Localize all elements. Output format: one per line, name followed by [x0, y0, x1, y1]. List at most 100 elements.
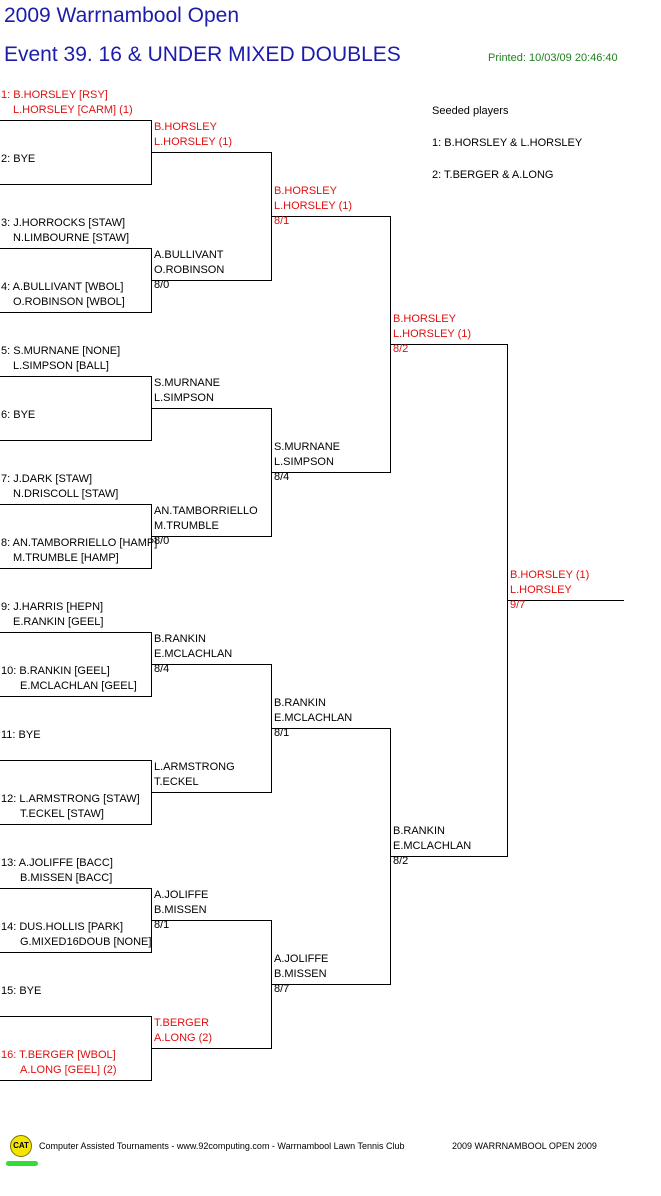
round1-entry-1-line1: 1: B.HORSLEY [RSY]: [1, 89, 108, 101]
round1-entry-11-line1: 11: BYE: [1, 729, 41, 741]
round2-line-5: [152, 664, 272, 665]
seeded-item-1: 1: B.HORSLEY & L.HORSLEY: [432, 137, 583, 149]
round1-entry-2-line1: 2: BYE: [1, 153, 36, 165]
round1-entry-4-line2: O.ROBINSON [WBOL]: [13, 296, 125, 308]
round1-entry-5-line2: L.SIMPSON [BALL]: [13, 360, 109, 372]
round1-entry-4-line1: 4: A.BULLIVANT [WBOL]: [1, 281, 124, 293]
round2-line-8: [152, 1048, 272, 1049]
round4-entry-2-line2: E.MCLACHLAN: [393, 840, 472, 852]
round2-entry-2-line2: O.ROBINSON: [154, 264, 225, 276]
round2-entry-5-line1: B.RANKIN: [154, 633, 206, 645]
round1-line-7: [0, 504, 152, 505]
round1-entry-7-line2: N.DRISCOLL [STAW]: [13, 488, 119, 500]
round1-connector-2: [151, 248, 152, 313]
round2-entry-4-score: 8/0: [154, 535, 170, 547]
round3-entry-1-line2: L.HORSLEY (1): [274, 200, 353, 212]
round1-entry-8-line2: M.TRUMBLE [HAMP]: [13, 552, 119, 564]
round1-entry-12-line2: T.ECKEL [STAW]: [20, 808, 104, 820]
round2-entry-2-score: 8/0: [154, 279, 170, 291]
final-line: [508, 600, 624, 601]
round3-entry-4-score: 8/7: [274, 983, 290, 995]
round1-line-4: [0, 312, 152, 313]
round1-entry-14-line1: 14: DUS.HOLLIS [PARK]: [1, 921, 124, 933]
round1-line-3: [0, 248, 152, 249]
round3-entry-4-line1: A.JOLIFFE: [274, 953, 329, 965]
round2-entry-1-line1: B.HORSLEY: [154, 121, 217, 133]
round1-line-2: [0, 184, 152, 185]
round2-entry-8-line2: A.LONG (2): [154, 1032, 213, 1044]
round1-connector-4: [151, 504, 152, 569]
round3-line-2: [272, 472, 391, 473]
round1-entry-16-line1: 16: T.BERGER [WBOL]: [1, 1049, 116, 1061]
round4-entry-1-line1: B.HORSLEY: [393, 313, 456, 325]
round3-line-4: [272, 984, 391, 985]
page-title: 2009 Warrnambool Open: [4, 4, 240, 27]
round2-line-1: [152, 152, 272, 153]
round1-entry-13-line1: 13: A.JOLIFFE [BACC]: [1, 857, 113, 869]
round3-entry-2-score: 8/4: [274, 471, 290, 483]
round3-line-1: [272, 216, 391, 217]
round1-entry-15-line1: 15: BYE: [1, 985, 42, 997]
round1-connector-8: [151, 1016, 152, 1081]
round2-entry-8-line1: T.BERGER: [154, 1017, 210, 1029]
seeded-item-2: 2: T.BERGER & A.LONG: [432, 169, 554, 181]
round3-line-3: [272, 728, 391, 729]
seeded-heading: Seeded players: [432, 105, 509, 117]
round1-line-9: [0, 632, 152, 633]
round1-connector-1: [151, 120, 152, 185]
round2-entry-4-line1: AN.TAMBORRIELLO: [154, 505, 258, 517]
final-entry-score: 9/7: [510, 599, 526, 611]
round1-connector-7: [151, 888, 152, 953]
round1-entry-9-line2: E.RANKIN [GEEL]: [13, 616, 104, 628]
round2-connector-2: [271, 408, 272, 537]
round2-connector-4: [271, 920, 272, 1049]
round4-connector-1: [507, 344, 508, 857]
round2-entry-7-score: 8/1: [154, 919, 170, 931]
round1-line-13: [0, 888, 152, 889]
cat-logo-underline: [6, 1161, 38, 1166]
round2-entry-6-line2: T.ECKEL: [154, 776, 199, 788]
round3-entry-4-line2: B.MISSEN: [274, 968, 327, 980]
round1-line-11: [0, 760, 152, 761]
round1-connector-5: [151, 632, 152, 697]
round2-entry-5-line2: E.MCLACHLAN: [154, 648, 233, 660]
round1-entry-10-line1: 10: B.RANKIN [GEEL]: [1, 665, 110, 677]
round1-entry-12-line1: 12: L.ARMSTRONG [STAW]: [1, 793, 140, 805]
round2-entry-2-line1: A.BULLIVANT: [154, 249, 224, 261]
round1-line-8: [0, 568, 152, 569]
round1-entry-3-line2: N.LIMBOURNE [STAW]: [13, 232, 130, 244]
printed-timestamp: Printed: 10/03/09 20:46:40: [488, 52, 618, 64]
round3-entry-2-line1: S.MURNANE: [274, 441, 341, 453]
round4-entry-1-line2: L.HORSLEY (1): [393, 328, 472, 340]
round1-line-6: [0, 440, 152, 441]
round1-connector-6: [151, 760, 152, 825]
round2-entry-1-line2: L.HORSLEY (1): [154, 136, 233, 148]
round3-connector-2: [390, 728, 391, 985]
round3-entry-3-line1: B.RANKIN: [274, 697, 326, 709]
round2-line-7: [152, 920, 272, 921]
round1-entry-1-line2: L.HORSLEY [CARM] (1): [13, 104, 133, 116]
round2-entry-6-line1: L.ARMSTRONG: [154, 761, 235, 773]
round1-entry-9-line1: 9: J.HARRIS [HEPN]: [1, 601, 104, 613]
round1-entry-5-line1: 5: S.MURNANE [NONE]: [1, 345, 121, 357]
round1-entry-10-line2: E.MCLACHLAN [GEEL]: [20, 680, 137, 692]
round2-connector-1: [271, 152, 272, 281]
footer-event: 2009 WARRNAMBOOL OPEN 2009: [452, 1141, 597, 1151]
round1-entry-3-line1: 3: J.HORROCKS [STAW]: [1, 217, 126, 229]
round1-line-16: [0, 1080, 152, 1081]
round1-entry-16-line2: A.LONG [GEEL] (2): [20, 1064, 117, 1076]
final-entry-line2: L.HORSLEY: [510, 584, 572, 596]
round3-entry-2-line2: L.SIMPSON: [274, 456, 334, 468]
round4-line-1: [391, 344, 508, 345]
round4-entry-2-line1: B.RANKIN: [393, 825, 445, 837]
round1-entry-13-line2: B.MISSEN [BACC]: [20, 872, 113, 884]
event-title: Event 39. 16 & UNDER MIXED DOUBLES: [4, 43, 401, 66]
round2-entry-3-line1: S.MURNANE: [154, 377, 221, 389]
round1-line-10: [0, 696, 152, 697]
round1-entry-7-line1: 7: J.DARK [STAW]: [1, 473, 93, 485]
round1-line-1: [0, 120, 152, 121]
round1-line-14: [0, 952, 152, 953]
round1-line-12: [0, 824, 152, 825]
round2-entry-7-line1: A.JOLIFFE: [154, 889, 209, 901]
round2-line-3: [152, 408, 272, 409]
